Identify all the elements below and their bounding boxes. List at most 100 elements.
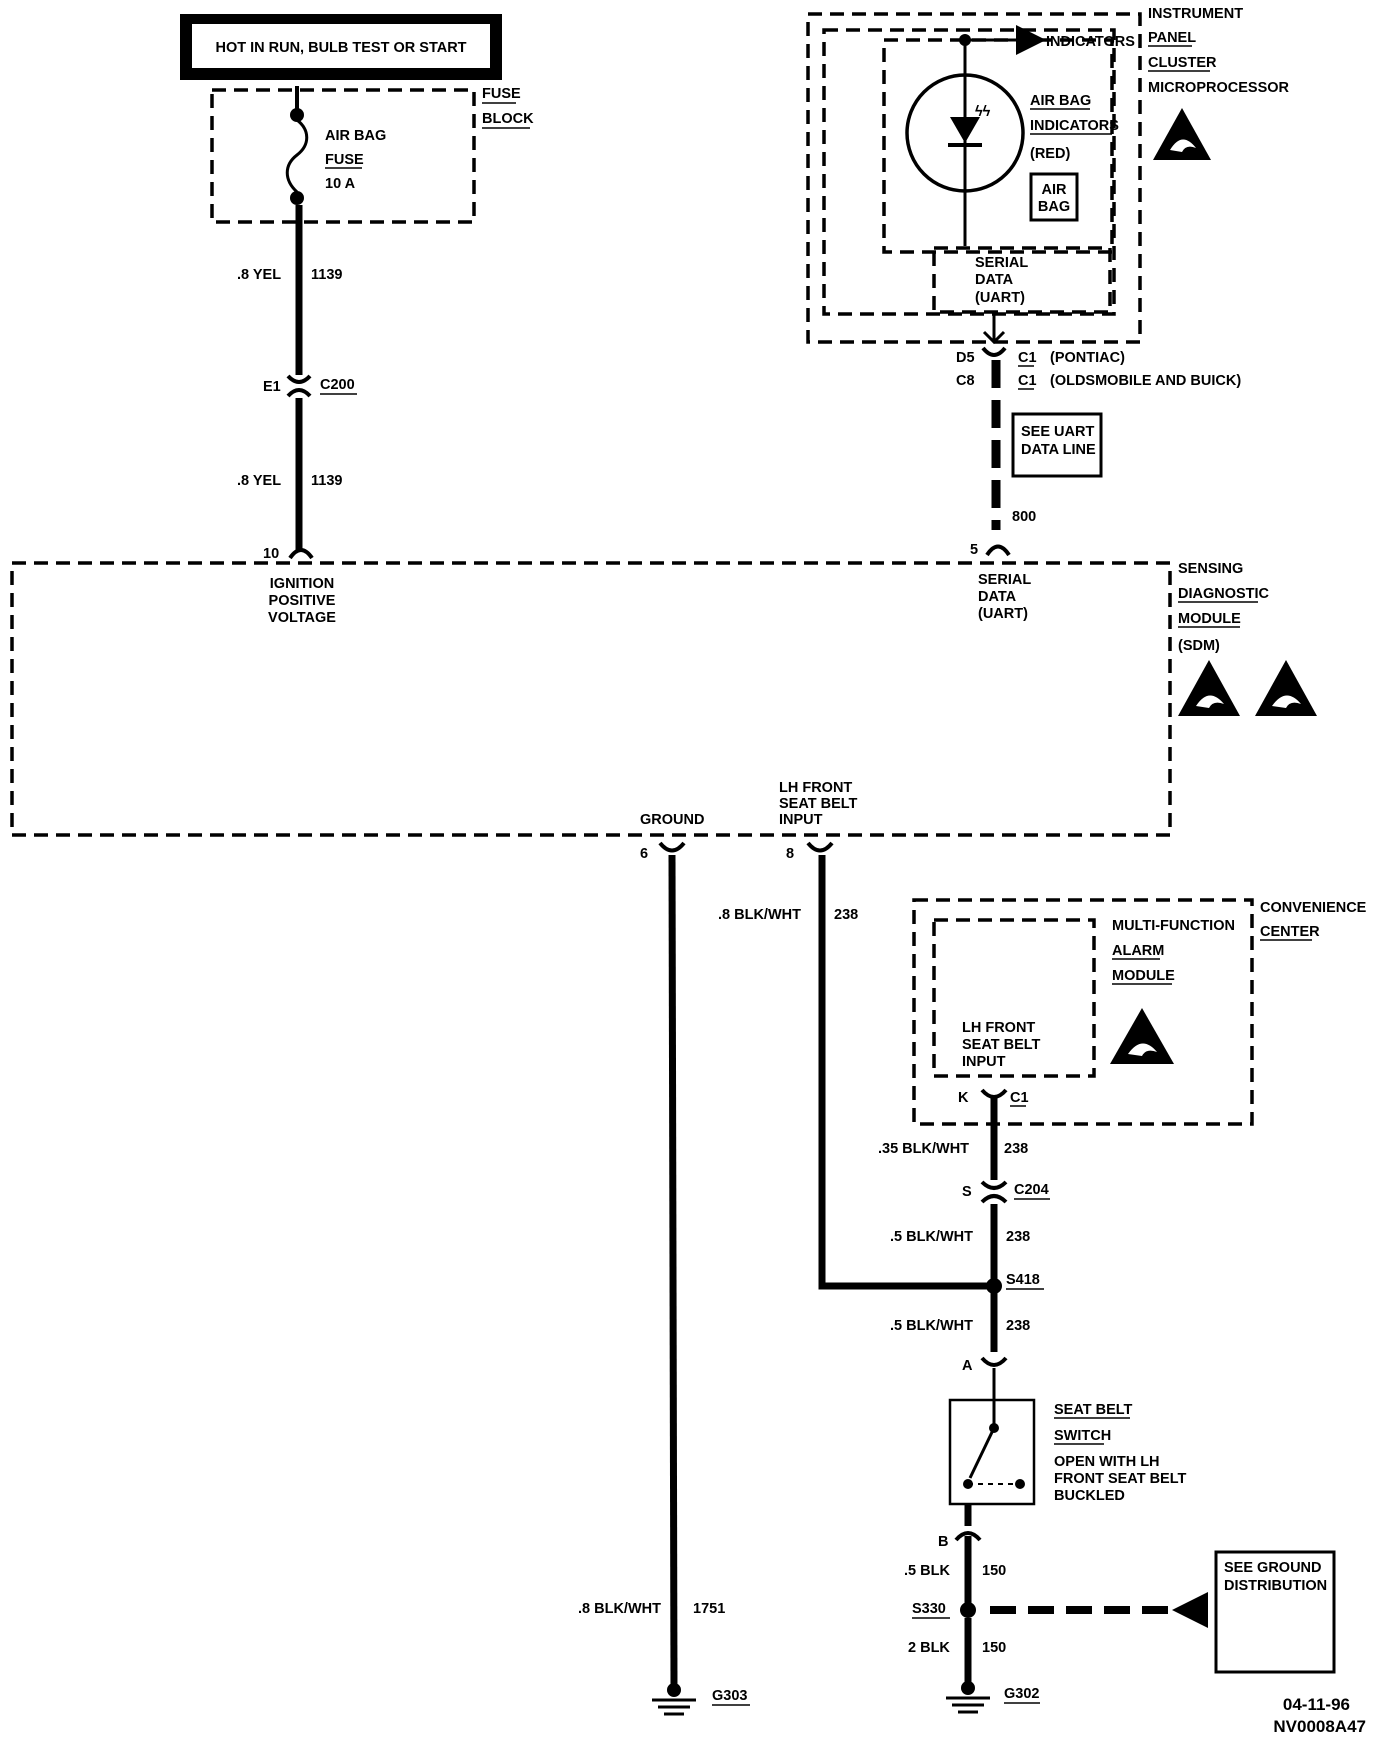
wire-800-circuit: 800 [1012, 509, 1036, 525]
seat-belt-switch: SEAT BELT SWITCH OPEN WITH LH FRONT SEAT… [948, 1398, 1187, 1506]
footer-code: NV0008A47 [1273, 1717, 1366, 1736]
uart-reference-box: SEE UART DATA LINE [1011, 412, 1103, 478]
switch-label-1: SEAT BELT [1054, 1402, 1133, 1418]
c200-name: C200 [320, 377, 355, 393]
ground-g302: G302 [1004, 1686, 1039, 1702]
ipc-lamp-2: INDICATORS [1030, 118, 1119, 134]
cc-conn: C1 [1010, 1090, 1029, 1106]
sdm-serial-2: DATA [978, 589, 1017, 605]
cc-mod-3: MODULE [1112, 968, 1175, 984]
esd-warning-icon [1255, 660, 1317, 716]
ipc-label-4: MICROPROCESSOR [1148, 80, 1290, 96]
connector-c204: S C204 [962, 1180, 1050, 1204]
ground-box-line-1: SEE GROUND [1224, 1560, 1322, 1576]
switch-desc-3: BUCKLED [1054, 1488, 1125, 1504]
sdm-serial-1: SERIAL [978, 572, 1031, 588]
connector-ipc-c1: D5 C1 (PONTIAC) C8 C1 (OLDSMOBILE AND BU… [956, 346, 1241, 390]
wire-1139-upper-gauge: .8 YEL [237, 267, 281, 283]
wire-238-c204-circuit: 238 [1006, 1229, 1030, 1245]
ipc-serial-3: (UART) [975, 290, 1025, 306]
switch-pin-b: B [938, 1534, 948, 1550]
ground-reference-box: SEE GROUND DISTRIBUTION [1214, 1550, 1336, 1674]
wire-150-upper-gauge: .5 BLK [904, 1563, 950, 1579]
instrument-panel-cluster: INSTRUMENT PANEL CLUSTER MICROPROCESSOR … [806, 6, 1290, 344]
fuse-icon [285, 118, 309, 194]
sdm-seatbelt-1: LH FRONT [779, 780, 852, 796]
fuse-name-1: AIR BAG [325, 128, 386, 144]
airbag-badge-1: AIR [1042, 182, 1068, 198]
ipc-conn-olds: C1 [1018, 373, 1037, 389]
switch-desc-2: FRONT SEAT BELT [1054, 1471, 1187, 1487]
wire-1751-circuit: 1751 [693, 1601, 725, 1617]
esd-warning-icon [1153, 108, 1211, 160]
esd-warning-icon [1178, 660, 1240, 716]
airbag-badge-2: BAG [1038, 199, 1070, 215]
sdm-ign-1: IGNITION [270, 576, 334, 592]
sdm-label-1: SENSING [1178, 561, 1243, 577]
cc-mod-1: MULTI-FUNCTION [1112, 918, 1235, 934]
wire-1139-upper-circuit: 1139 [311, 267, 342, 283]
wire-238-cc-circuit: 238 [1004, 1141, 1028, 1157]
ipc-lamp-3: (RED) [1030, 146, 1070, 162]
cc-pin: K [958, 1090, 969, 1106]
wire-238-cc-gauge: .35 BLK/WHT [878, 1141, 969, 1157]
switch-icon [963, 1423, 1025, 1489]
footer-date: 04-11-96 [1283, 1695, 1350, 1714]
cc-mod-2: ALARM [1112, 943, 1164, 959]
sdm-label-3: MODULE [1178, 611, 1241, 627]
ground-icon [946, 1696, 990, 1714]
wire-150-lower-gauge: 2 BLK [908, 1640, 950, 1656]
sdm-ign-2: POSITIVE [269, 593, 336, 609]
fuse-name-2: FUSE [325, 152, 364, 168]
cc-label-1: CONVENIENCE [1260, 900, 1367, 916]
sdm-pin-ign: 10 [263, 546, 279, 562]
cc-label-2: CENTER [1260, 924, 1320, 940]
uart-box-line-1: SEE UART [1021, 424, 1094, 440]
ipc-indicators: INDICATORS [1046, 34, 1135, 50]
sdm-ground: GROUND [640, 812, 704, 828]
fuse-block: FUSE BLOCK AIR BAG FUSE 10 A [210, 86, 534, 224]
svg-text:ϟϟ: ϟϟ [975, 104, 991, 120]
wire-238-c204-gauge: .5 BLK/WHT [890, 1229, 973, 1245]
ground-box-line-2: DISTRIBUTION [1224, 1578, 1327, 1594]
convenience-center: CONVENIENCE CENTER MULTI-FUNCTION ALARM … [912, 898, 1367, 1126]
splice-s418-dot [986, 1278, 1002, 1294]
sdm-seatbelt-2: SEAT BELT [779, 796, 858, 812]
wire-1139-lower-circuit: 1139 [311, 473, 342, 489]
power-source-label: HOT IN RUN, BULB TEST OR START [215, 40, 466, 56]
wire-238-sdm-circuit: 238 [834, 907, 858, 923]
sdm-serial-3: (UART) [978, 606, 1028, 622]
ground-g303: G303 [712, 1688, 747, 1704]
fuse-block-label-1: FUSE [482, 86, 521, 102]
wire-238-switch-circuit: 238 [1006, 1318, 1030, 1334]
ipc-note-pontiac: (PONTIAC) [1050, 350, 1125, 366]
light-emitting-diode-icon: ϟϟ [905, 73, 1025, 193]
ipc-conn-pontiac: C1 [1018, 350, 1037, 366]
sdm-pin-seatbelt: 8 [786, 846, 794, 862]
ground-icon [652, 1698, 696, 1716]
switch-desc-1: OPEN WITH LH [1054, 1454, 1160, 1470]
splice-s330-dot [960, 1602, 976, 1618]
ipc-note-olds: (OLDSMOBILE AND BUICK) [1050, 373, 1241, 389]
switch-pin-a: A [962, 1358, 973, 1374]
switch-label-2: SWITCH [1054, 1428, 1111, 1444]
wire-1139-lower-gauge: .8 YEL [237, 473, 281, 489]
wire-150-lower-circuit: 150 [982, 1640, 1006, 1656]
c204-pin: S [962, 1184, 972, 1200]
power-source-header: HOT IN RUN, BULB TEST OR START [180, 14, 502, 80]
wire-150-upper-circuit: 150 [982, 1563, 1006, 1579]
sdm-pin-ground: 6 [640, 846, 648, 862]
cc-input-2: SEAT BELT [962, 1037, 1041, 1053]
splice-s418: S418 [1006, 1272, 1040, 1288]
cc-input-1: LH FRONT [962, 1020, 1035, 1036]
ipc-label-2: PANEL [1148, 30, 1196, 46]
ipc-label-3: CLUSTER [1148, 55, 1217, 71]
sdm-seatbelt-3: INPUT [779, 812, 823, 828]
ipc-serial-1: SERIAL [975, 255, 1028, 271]
fuse-block-label-2: BLOCK [482, 111, 534, 127]
ipc-pin-olds: C8 [956, 373, 975, 389]
sdm-label-2: DIAGNOSTIC [1178, 586, 1270, 602]
esd-warning-icon [1110, 1008, 1174, 1064]
c204-name: C204 [1014, 1182, 1049, 1198]
